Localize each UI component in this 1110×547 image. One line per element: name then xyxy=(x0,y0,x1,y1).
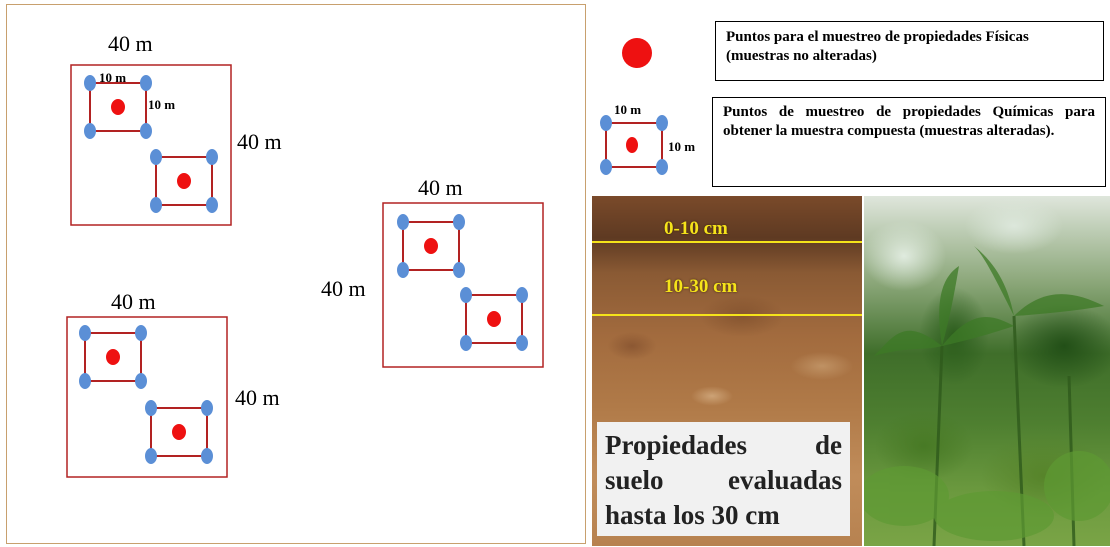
subplot-3b xyxy=(459,286,529,352)
legend-fisicas-text: Puntos para el muestreo de propiedades F… xyxy=(726,29,1029,64)
plot-2-top-label: 40 m xyxy=(111,289,156,314)
subplot-top-label: 10 m xyxy=(99,70,126,85)
vegetation-sketch xyxy=(864,246,1110,546)
depth-label-0-10: 0-10 cm xyxy=(664,218,728,239)
soil-caption-text: Propiedades de suelo evaluadas hasta los… xyxy=(605,430,842,530)
plot-1-top-label: 40 m xyxy=(108,31,153,56)
subplot-side-label: 10 m xyxy=(148,97,175,112)
plot-3-top-label: 40 m xyxy=(418,175,463,200)
plot-1-side-label: 40 m xyxy=(237,129,282,154)
plot-1: 40 m 40 m 10 m 10 m xyxy=(70,31,282,226)
soil-profile-photo: 0-10 cm 10-30 cm Propiedades de suelo ev… xyxy=(592,196,862,546)
subplot-3a xyxy=(396,213,466,279)
quad-top-label: 10 m xyxy=(614,102,641,117)
plot-2-side-label: 40 m xyxy=(235,385,280,410)
vegetation-photo xyxy=(864,196,1110,546)
depth-line-30cm xyxy=(592,314,862,316)
plot-3: 40 m 40 m xyxy=(321,175,544,368)
legend-fisicas: Puntos para el muestreo de propiedades F… xyxy=(715,21,1104,81)
quadrat-icon: 10 m 10 m xyxy=(600,102,695,175)
depth-label-10-30: 10-30 cm xyxy=(664,276,738,297)
plot-2: 40 m 40 m xyxy=(66,289,280,478)
subplot-2a xyxy=(78,324,148,390)
legend-quimicas-text: Puntos de muestreo de propiedades Químic… xyxy=(723,104,1095,139)
subplot-2b xyxy=(144,399,214,465)
quad-side-label: 10 m xyxy=(668,139,695,154)
red-dot-icon xyxy=(622,38,652,68)
sampling-diagram-svg: 40 m 40 m 10 m 10 m 40 m 40 m 40 m 40 m xyxy=(66,31,544,478)
soil-caption: Propiedades de suelo evaluadas hasta los… xyxy=(597,422,850,536)
plot-3-side-label: 40 m xyxy=(321,276,366,301)
sampling-diagram: 40 m 40 m 10 m 10 m 40 m 40 m 40 m 40 m xyxy=(6,4,586,544)
depth-line-10cm xyxy=(592,241,862,243)
legend-quimicas: Puntos de muestreo de propiedades Químic… xyxy=(712,97,1106,187)
subplot-1b xyxy=(149,148,219,214)
